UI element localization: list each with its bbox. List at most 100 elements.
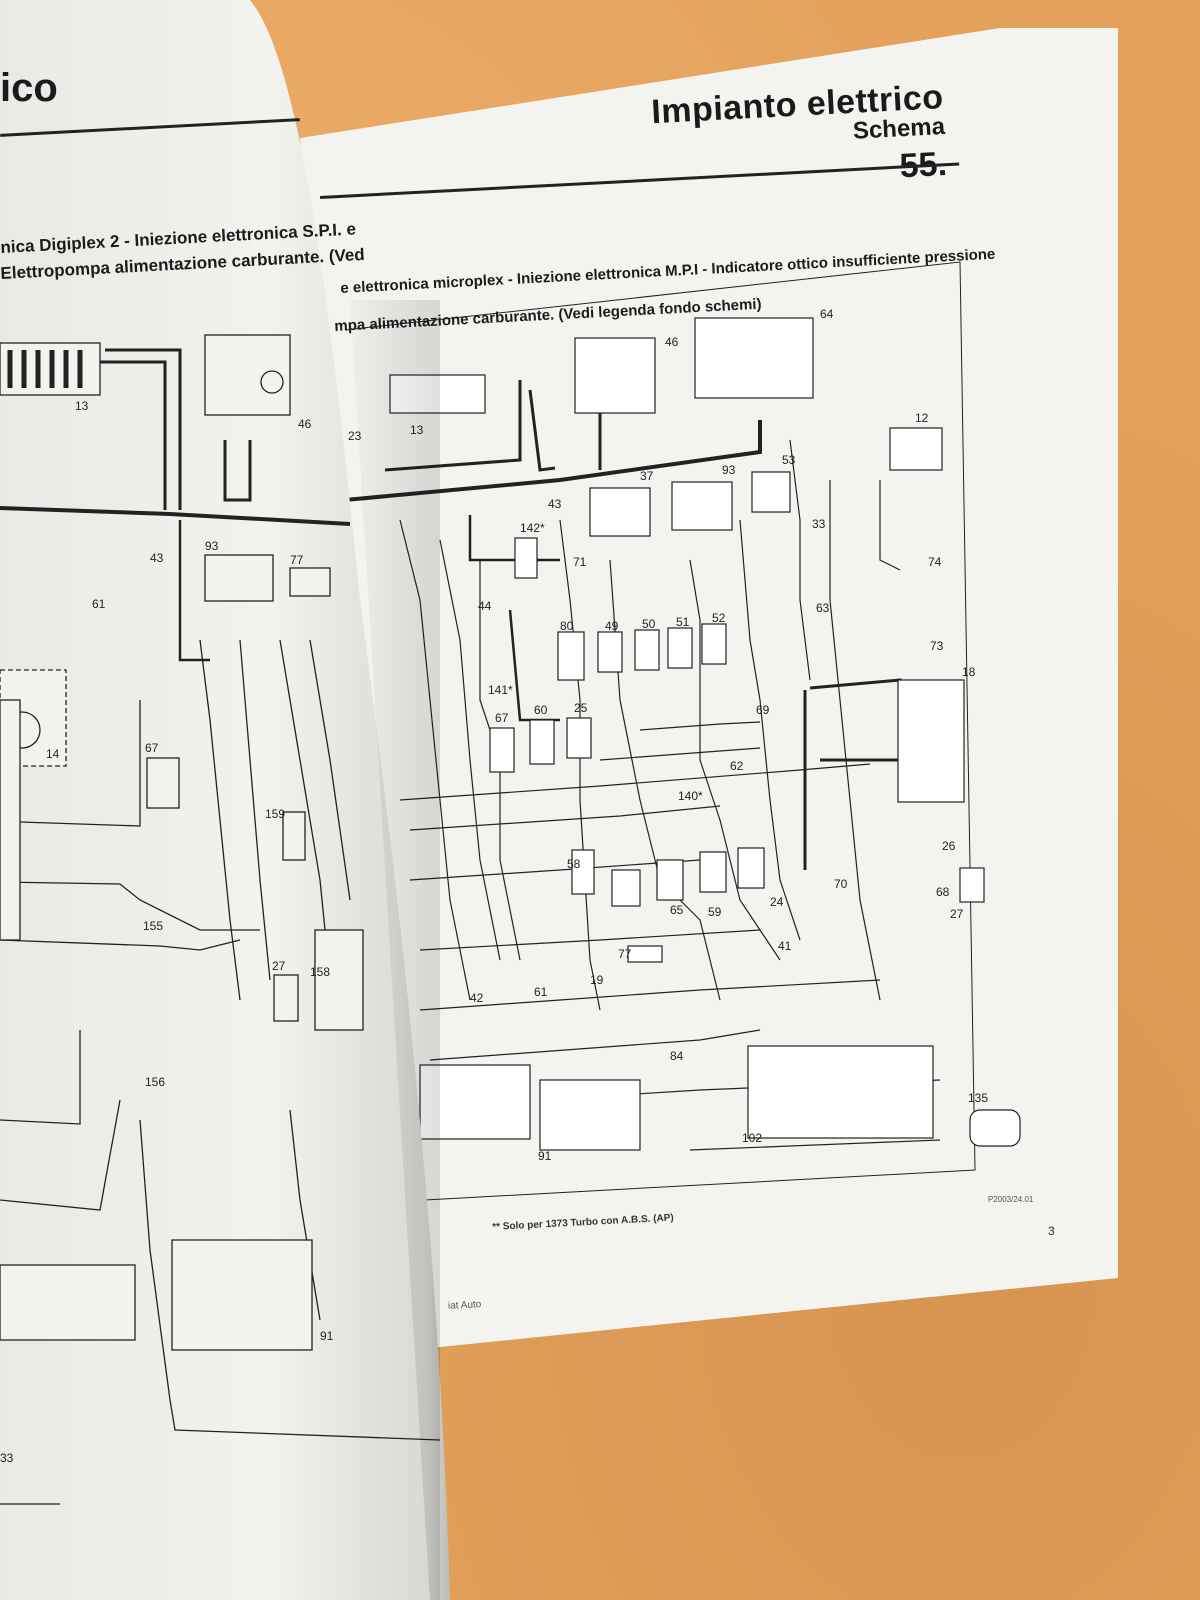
svg-text:73: 73 <box>930 639 944 653</box>
component-51 <box>667 627 693 669</box>
svg-text:44: 44 <box>478 599 492 613</box>
svg-text:18: 18 <box>962 665 976 679</box>
svg-text:24: 24 <box>770 895 784 909</box>
svg-text:52: 52 <box>712 611 726 625</box>
svg-text:91: 91 <box>538 1149 552 1163</box>
switch-91 <box>539 1079 641 1151</box>
component-67 <box>489 727 515 773</box>
svg-text:93: 93 <box>722 463 736 477</box>
svg-text:23: 23 <box>348 429 362 443</box>
svg-text:77: 77 <box>618 947 632 961</box>
svg-text:59: 59 <box>708 905 722 919</box>
relay-93 <box>671 481 733 531</box>
svg-text:141*: 141* <box>488 683 513 697</box>
connector-18 <box>897 679 965 803</box>
svg-text:33: 33 <box>812 517 826 531</box>
component-50 <box>634 629 660 671</box>
left-schematic-lines <box>0 350 440 1504</box>
component-25 <box>566 717 592 759</box>
svg-text:60: 60 <box>534 703 548 717</box>
svg-text:135: 135 <box>968 1091 988 1105</box>
svg-text:155: 155 <box>143 919 163 933</box>
svg-text:159: 159 <box>265 807 285 821</box>
svg-text:67: 67 <box>145 741 159 755</box>
svg-text:41: 41 <box>778 939 792 953</box>
svg-text:33: 33 <box>0 1451 14 1465</box>
svg-text:62: 62 <box>730 759 744 773</box>
svg-text:51: 51 <box>676 615 690 629</box>
svg-text:93: 93 <box>205 539 219 553</box>
svg-text:25: 25 <box>574 701 588 715</box>
svg-text:19: 19 <box>590 973 604 987</box>
left-page-title-fragment: ico <box>0 66 58 110</box>
svg-text:53: 53 <box>782 453 796 467</box>
svg-text:46: 46 <box>665 335 679 349</box>
relay-37 <box>589 487 651 537</box>
svg-text:91: 91 <box>320 1329 334 1343</box>
component-135 <box>969 1109 1021 1147</box>
svg-text:64: 64 <box>820 307 834 321</box>
svg-text:49: 49 <box>605 619 619 633</box>
drawing-code: P2003/24.01 <box>988 1195 1034 1204</box>
svg-text:140*: 140* <box>678 789 703 803</box>
svg-text:43: 43 <box>150 551 164 565</box>
page-number: 3 <box>1048 1224 1055 1238</box>
svg-text:80: 80 <box>560 619 574 633</box>
svg-text:50: 50 <box>642 617 656 631</box>
right-schematic-frame <box>344 261 976 1201</box>
component-80 <box>557 631 585 681</box>
motor-m <box>611 869 641 907</box>
svg-text:68: 68 <box>936 885 950 899</box>
svg-text:13: 13 <box>75 399 89 413</box>
svg-text:42: 42 <box>470 991 484 1005</box>
switch-block <box>419 1064 531 1140</box>
svg-text:70: 70 <box>834 877 848 891</box>
right-components <box>389 317 1021 1151</box>
svg-text:71: 71 <box>573 555 587 569</box>
svg-text:61: 61 <box>92 597 106 611</box>
svg-text:63: 63 <box>816 601 830 615</box>
svg-text:26: 26 <box>942 839 956 853</box>
alternator-64 <box>694 317 814 399</box>
svg-text:69: 69 <box>756 703 770 717</box>
svg-text:13: 13 <box>410 423 424 437</box>
component-102 <box>747 1045 934 1139</box>
svg-text:74: 74 <box>928 555 942 569</box>
component-24 <box>737 847 765 889</box>
svg-text:142*: 142* <box>520 521 545 535</box>
component-27 <box>959 867 985 903</box>
component-142 <box>514 537 538 579</box>
left-component-boxes <box>0 335 363 1350</box>
svg-text:77: 77 <box>290 553 304 567</box>
svg-text:156: 156 <box>145 1075 165 1089</box>
fuse-box-13 <box>389 374 486 414</box>
component-58 <box>571 849 595 895</box>
brand-fragment: iat Auto <box>447 1299 482 1312</box>
svg-text:27: 27 <box>272 959 286 973</box>
svg-text:84: 84 <box>670 1049 684 1063</box>
left-fuse-segments <box>10 350 80 388</box>
svg-text:37: 37 <box>640 469 654 483</box>
svg-text:27: 27 <box>950 907 964 921</box>
svg-text:67: 67 <box>495 711 509 725</box>
svg-text:14: 14 <box>46 747 60 761</box>
component-60 <box>529 719 555 765</box>
left-number-labels: 13 46 43 93 77 61 14 67 159 155 156 27 158 91 33 <box>0 399 334 1465</box>
component-52 <box>701 623 727 665</box>
component-49 <box>597 631 623 673</box>
svg-text:158: 158 <box>310 965 330 979</box>
component-46 <box>574 337 656 414</box>
svg-text:46: 46 <box>298 417 312 431</box>
svg-text:102: 102 <box>742 1131 762 1145</box>
svg-text:43: 43 <box>548 497 562 511</box>
svg-text:12: 12 <box>915 411 929 425</box>
svg-text:61: 61 <box>534 985 548 999</box>
component-12 <box>889 427 943 471</box>
component-53 <box>751 471 791 513</box>
component-59 <box>699 851 727 893</box>
right-component-number-labels: 64 46 23 13 12 43 37 93 53 33 142* 71 74 44 63 80 4… <box>348 307 988 1163</box>
svg-text:65: 65 <box>670 903 684 917</box>
svg-text:58: 58 <box>567 857 581 871</box>
fuse-77 <box>627 945 663 963</box>
